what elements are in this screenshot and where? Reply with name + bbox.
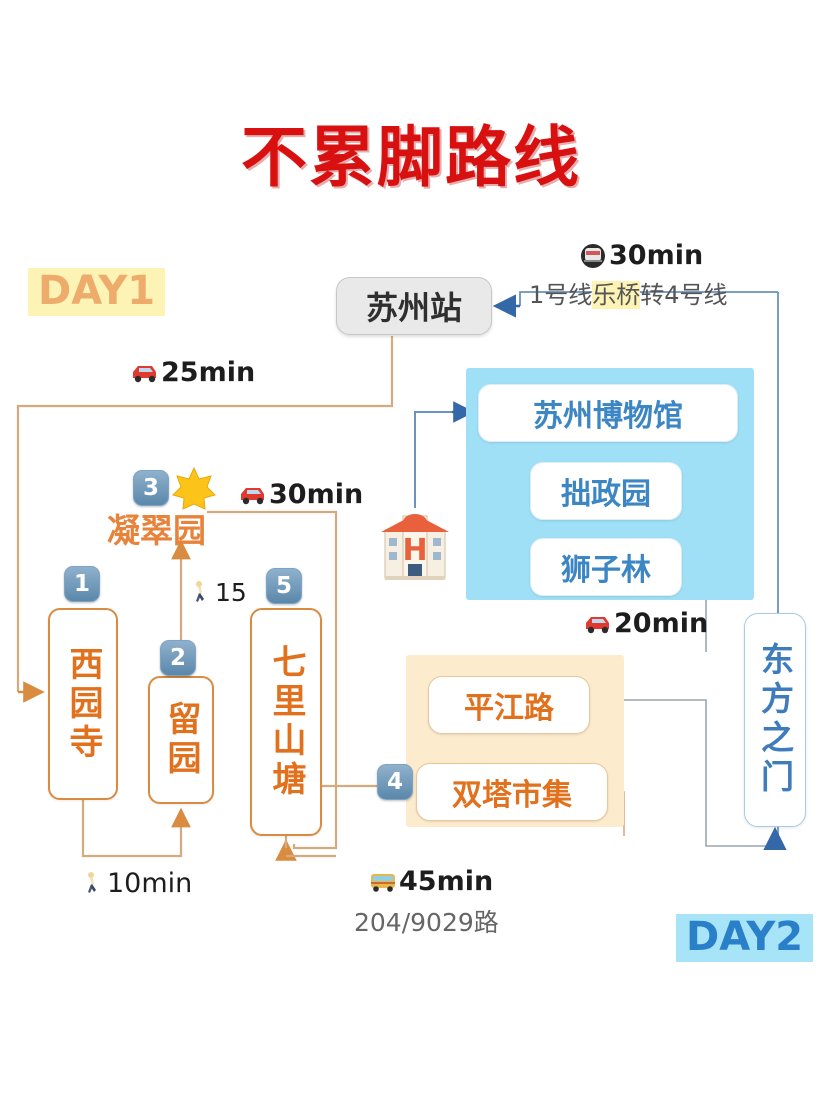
transit-car-30min: 30min	[238, 479, 363, 510]
node-suzhou-museum[interactable]: 苏州博物馆	[478, 384, 738, 442]
badge-4: 4	[377, 764, 413, 800]
metro-transfer-station: 乐桥	[592, 281, 641, 309]
transit-walk-15: 15	[184, 578, 247, 607]
node-shuangta-market[interactable]: 双塔市集	[416, 763, 608, 821]
page-title: 不累脚路线	[241, 119, 581, 196]
node-lion-grove-garden[interactable]: 狮子林	[530, 538, 682, 596]
node-xiyuan-temple[interactable]: 西园寺	[48, 608, 118, 800]
day1-tag: DAY1	[28, 268, 166, 316]
node-lingering-garden[interactable]: 留园	[148, 676, 214, 804]
transit-walk-10min: 10min	[76, 868, 192, 899]
node-suzhou-station[interactable]: 苏州站	[336, 277, 492, 335]
car-icon	[133, 365, 156, 382]
metro-line-suffix: 转4号线	[640, 281, 728, 309]
transit-car20-duration: 20min	[614, 608, 709, 639]
day2-tag: DAY2	[676, 914, 814, 962]
metro-icon	[581, 243, 605, 268]
transit-walk15-duration: 15	[215, 578, 247, 607]
node-humble-administrator-garden[interactable]: 拙政园	[530, 462, 682, 520]
transit-car-25min: 25min	[130, 357, 255, 388]
transit-car30-duration: 30min	[269, 479, 364, 510]
star-icon	[172, 466, 216, 510]
node-gate-of-the-orient[interactable]: 东方之门	[744, 613, 806, 827]
hotel-icon: H	[381, 514, 449, 580]
transit-bus45-duration: 45min	[399, 866, 494, 897]
transit-bus-45min: 45min	[368, 866, 493, 897]
walk-icon	[88, 871, 96, 893]
node-qili-shantang[interactable]: 七里山塘	[250, 608, 322, 836]
badge-5: 5	[266, 568, 302, 604]
badge-2: 2	[160, 640, 196, 676]
metro-line-prefix: 1号线	[529, 281, 593, 309]
transit-metro-30min: 30min	[578, 240, 703, 271]
transit-metro-duration: 30min	[609, 240, 704, 271]
transit-car-20min: 20min	[583, 608, 708, 639]
badge-3: 3	[133, 470, 169, 506]
node-ningcui-garden[interactable]: 凝翠园	[107, 511, 206, 550]
bus-icon	[371, 873, 395, 892]
transit-bus-route: 204/9029路	[354, 908, 499, 937]
transit-car25-duration: 25min	[161, 357, 256, 388]
car-icon	[241, 487, 264, 504]
transit-metro-line: 1号线乐桥转4号线	[529, 275, 728, 310]
car-icon	[586, 616, 609, 633]
walk-icon	[196, 580, 204, 602]
badge-1: 1	[64, 566, 100, 602]
svg-text:H: H	[402, 533, 427, 568]
node-pingjiang-road[interactable]: 平江路	[428, 676, 590, 734]
transit-walk10-duration: 10min	[107, 868, 193, 899]
